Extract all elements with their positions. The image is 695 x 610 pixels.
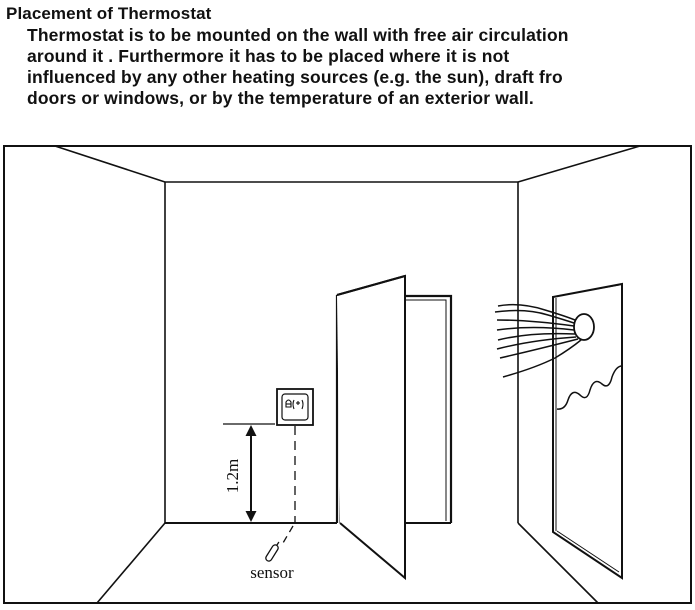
instruction-paragraph: Thermostat is to be mounted on the wall …: [27, 25, 569, 109]
outer-frame: [3, 145, 692, 604]
paragraph-line: influenced by any other heating sources …: [27, 67, 563, 87]
thermostat-face: [281, 393, 309, 421]
sun-icon: [573, 313, 595, 341]
height-label: 1.2m: [223, 459, 242, 493]
sensor-label: sensor: [250, 563, 294, 582]
window: [552, 282, 623, 580]
floor-edge-left: [96, 522, 166, 604]
ceiling-edge-right: [517, 145, 641, 183]
sun-with-rays: [494, 303, 595, 378]
sun-rays-icon: [494, 303, 582, 378]
paragraph-line: around it . Furthermore it has to be pla…: [27, 46, 510, 66]
paragraph-line: doors or windows, or by the temperature …: [27, 88, 534, 108]
sensor-cable: [282, 426, 296, 544]
height-dimension-arrow: [223, 423, 275, 522]
floor-edge-right: [517, 522, 599, 604]
sensor-probe: [265, 541, 280, 562]
landscape-hill-line: [556, 365, 623, 410]
open-door: [335, 274, 453, 581]
paragraph-line: Thermostat is to be mounted on the wall …: [27, 25, 569, 45]
ceiling-edge-left: [54, 145, 166, 183]
room: [3, 145, 692, 604]
thermostat: [276, 388, 314, 426]
thermostat-display-icon: [285, 399, 304, 410]
section-title: Placement of Thermostat: [6, 4, 212, 23]
